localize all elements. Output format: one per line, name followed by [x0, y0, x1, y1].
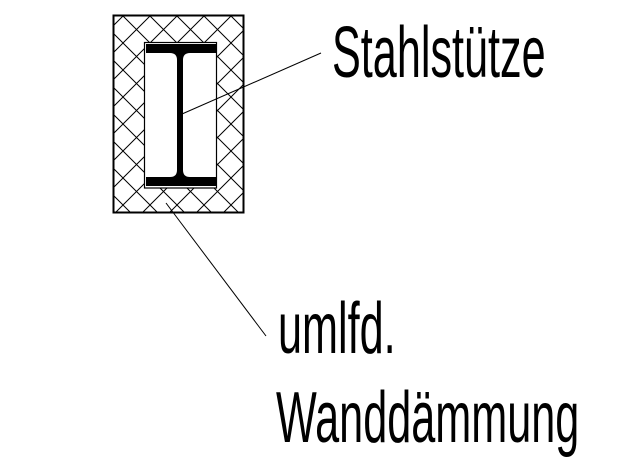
leader-line-insulation — [165, 202, 267, 337]
beam-bottom-flange — [146, 177, 216, 186]
insulation-label-line2: Wanddämmung — [276, 377, 579, 457]
steel-column-label: Stahlstütze — [332, 12, 546, 93]
steel-column-section — [146, 44, 216, 186]
beam-top-flange — [146, 44, 216, 53]
beam-web — [170, 53, 190, 177]
leader-line-steel-column — [181, 52, 322, 115]
insulation-label-line1: umlfd. — [278, 288, 396, 369]
